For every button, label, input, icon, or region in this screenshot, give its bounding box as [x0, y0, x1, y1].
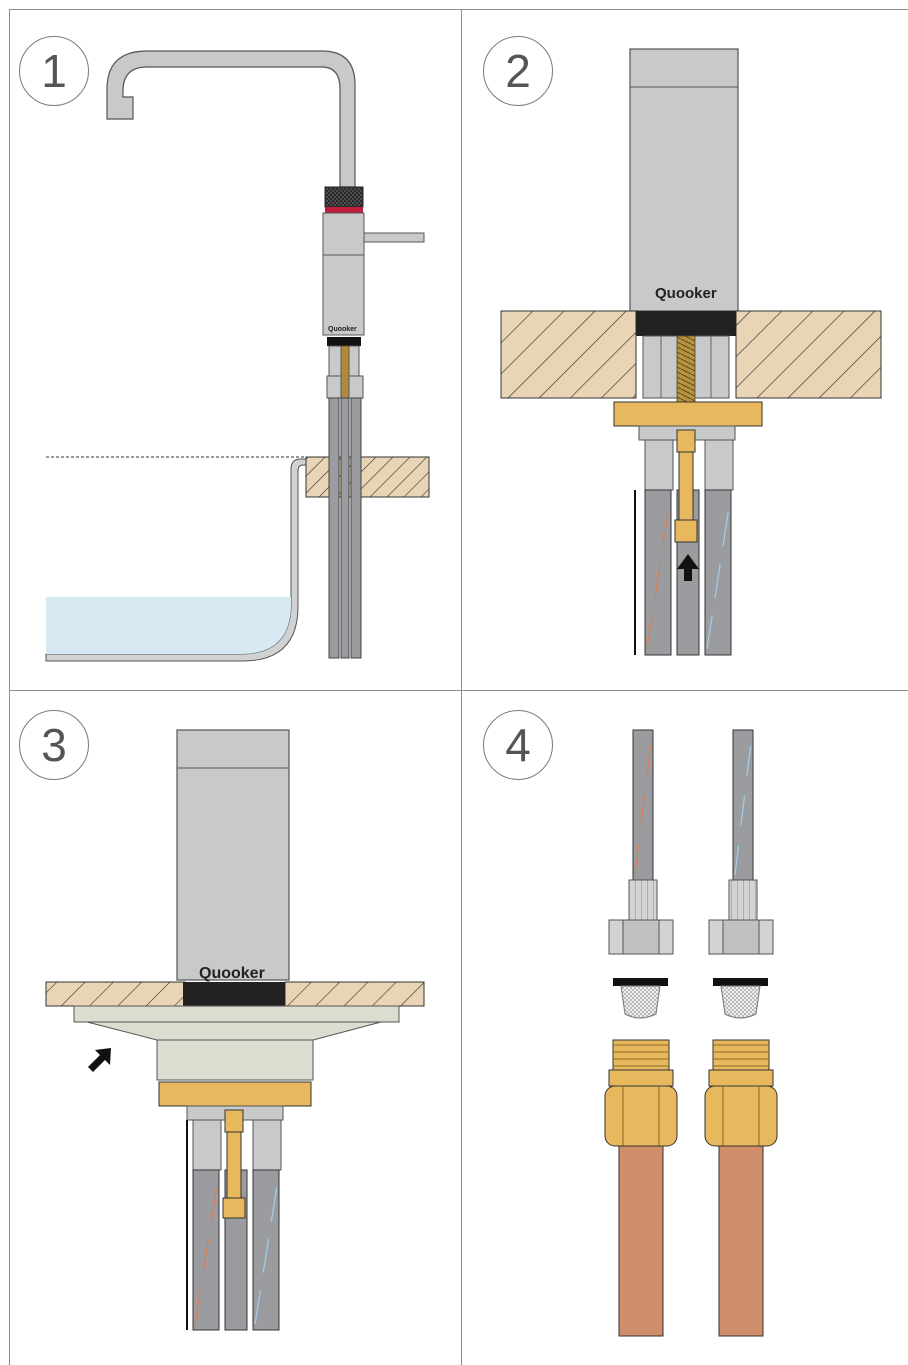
grid-horizontal-divider	[9, 690, 908, 691]
brand-label: Quooker	[655, 285, 717, 302]
red-indicator	[325, 207, 363, 213]
knurled-ring	[324, 186, 364, 208]
countertop-right	[360, 456, 430, 498]
countertop-right	[284, 981, 425, 1007]
step-1-panel: Quooker 1	[9, 9, 461, 690]
rubber-washer	[713, 978, 768, 986]
hose-hot	[644, 489, 672, 656]
hose-middle	[340, 397, 350, 659]
rubber-washer	[613, 978, 668, 986]
brass-tool	[678, 451, 694, 521]
step-1-badge: 1	[19, 36, 89, 106]
brass-compression-nut	[604, 1085, 678, 1147]
hose-cold	[252, 1169, 280, 1331]
tap-spout	[106, 50, 356, 188]
right-hose-assembly	[704, 729, 778, 1337]
hose-cold	[704, 489, 732, 656]
step-2-badge: 2	[483, 36, 553, 106]
countertop-left	[500, 310, 637, 399]
brass-compression-nut	[704, 1085, 778, 1147]
up-arrow-icon	[677, 554, 699, 581]
copper-pipe	[718, 1145, 764, 1337]
copper-pipe	[618, 1145, 664, 1337]
countertop-right	[735, 310, 882, 399]
tap-handle	[363, 232, 425, 243]
tap-body	[176, 729, 290, 981]
tap-body	[629, 48, 739, 312]
support-plate	[73, 1005, 400, 1023]
base-gasket	[636, 311, 736, 336]
step-4-illustration	[604, 729, 778, 1337]
step-4-panel: 4	[461, 690, 908, 1365]
grid-vertical-divider	[461, 9, 462, 1365]
hose-left	[328, 397, 340, 659]
support-flange	[86, 1021, 382, 1081]
brand-label: Quooker	[199, 965, 265, 982]
sink-water	[46, 597, 291, 654]
left-hose-assembly	[604, 729, 678, 1337]
step-1-illustration: Quooker	[45, 50, 430, 662]
base-gasket	[183, 982, 285, 1006]
brass-plate	[613, 401, 763, 427]
diagonal-arrow-icon	[88, 1048, 111, 1072]
base-gasket	[327, 337, 361, 346]
hose-right	[350, 397, 362, 659]
threaded-rod	[340, 345, 350, 405]
brass-plate	[158, 1081, 312, 1107]
step-4-badge: 4	[483, 710, 553, 780]
strainer-filter	[720, 985, 761, 1019]
grid-left-border	[9, 9, 10, 1365]
step-2-illustration: Quooker	[500, 48, 882, 656]
step-2-panel: Quooker	[461, 9, 908, 690]
tap-body	[322, 212, 365, 336]
countertop-left	[45, 981, 186, 1007]
step-3-panel: Quooker	[9, 690, 461, 1365]
hose-hot	[192, 1169, 220, 1331]
small-brand-label: Quooker	[328, 326, 357, 333]
step-3-illustration: Quooker	[45, 729, 425, 1331]
step-3-badge: 3	[19, 710, 89, 780]
grid-top-border	[9, 9, 908, 10]
brass-tool	[226, 1131, 242, 1199]
strainer-filter	[620, 985, 661, 1019]
